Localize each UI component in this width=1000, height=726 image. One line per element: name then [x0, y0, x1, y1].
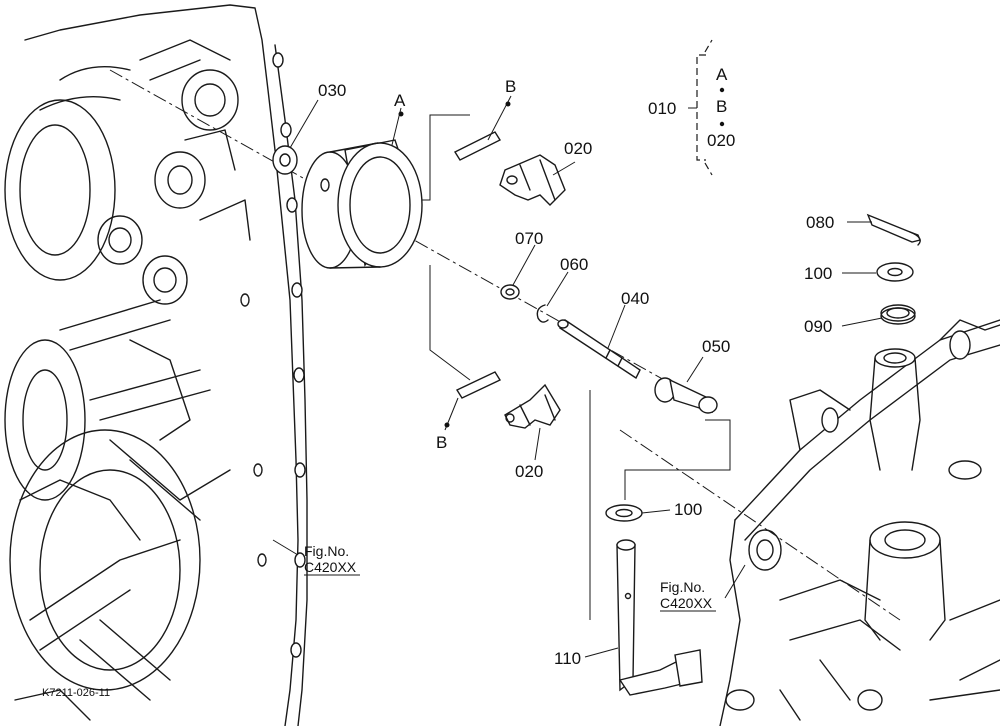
- label-020-bottom: 020: [515, 462, 543, 481]
- label-110: 110: [554, 649, 581, 668]
- drawing-code: K7211-026-11: [42, 687, 110, 699]
- label-020-top: 020: [564, 139, 592, 158]
- kit-dot-2: [719, 121, 725, 127]
- fig-ref-right-line2: C420XX: [660, 595, 713, 611]
- label-A: A: [394, 91, 406, 110]
- part-labels: 030 A B 020 010 A B 020 080 100 090 070 …: [318, 65, 834, 668]
- figure-reference-right: Fig.No. C420XX: [660, 579, 716, 612]
- kit-label-020: 020: [707, 131, 735, 150]
- kit-label-A: A: [716, 65, 728, 84]
- right-housing-drawing: [619, 319, 1000, 726]
- circlip-060: [536, 304, 549, 323]
- washer-030: [272, 145, 298, 175]
- kit-label-B: B: [716, 97, 727, 116]
- washer-100-middle: [605, 504, 643, 522]
- pin-B-top: [453, 131, 502, 161]
- label-010: 010: [648, 99, 676, 118]
- figure-reference-left: Fig.No. C420XX: [304, 543, 360, 576]
- leader-lines: [272, 95, 883, 658]
- pin-B-bottom: [455, 371, 502, 399]
- label-080: 080: [806, 213, 834, 232]
- label-060: 060: [560, 255, 588, 274]
- label-050: 050: [702, 337, 730, 356]
- label-100-top: 100: [804, 264, 832, 283]
- fig-ref-left-line2: C420XX: [304, 559, 357, 575]
- fork-020-bottom: [504, 383, 561, 429]
- bushing-050: [654, 377, 718, 414]
- label-B-top: B: [505, 77, 516, 96]
- fig-ref-right-line1: Fig.No.: [660, 579, 705, 595]
- washer-100-top: [876, 262, 914, 282]
- lever-110: [616, 539, 703, 696]
- seal-090: [880, 304, 916, 325]
- washer-070: [500, 284, 520, 300]
- fork-020-top: [499, 154, 566, 206]
- split-pin-080: [866, 213, 921, 246]
- label-070: 070: [515, 229, 543, 248]
- label-030: 030: [318, 81, 346, 100]
- kit-dot-1: [719, 87, 725, 93]
- label-090: 090: [804, 317, 832, 336]
- bearing-hub-A: [301, 139, 423, 269]
- fig-ref-left-line1: Fig.No.: [304, 543, 349, 559]
- label-B-bottom: B: [436, 433, 447, 452]
- label-040: 040: [621, 289, 649, 308]
- label-100-middle: 100: [674, 500, 702, 519]
- left-housing-drawing: [4, 4, 308, 726]
- shaft-040: [557, 319, 641, 380]
- assembly-guides: [109, 39, 731, 620]
